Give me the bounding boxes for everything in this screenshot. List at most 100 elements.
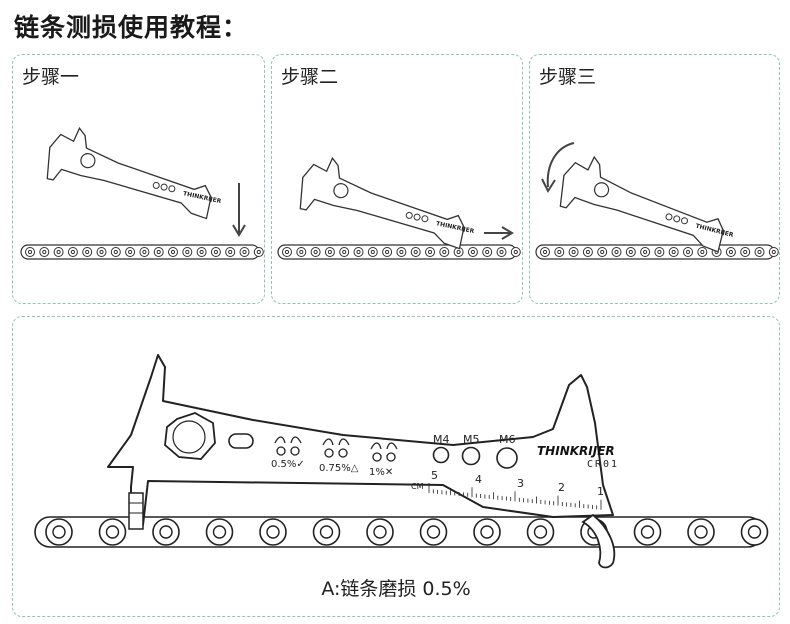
hole-m4 [432,446,450,464]
chain-pin [299,249,304,255]
chain-roller [625,247,636,257]
wear-mark-label-1: 0.5%✓ [271,459,305,470]
chain-roller [39,247,50,257]
chain-pin [399,249,404,255]
chain-pin [199,249,204,255]
chain-roller [467,247,478,257]
chain-roller [419,518,448,546]
chain-pin [228,249,233,255]
chain-roller [312,518,341,546]
chain-pin [499,249,504,255]
chain-pin [313,249,318,255]
chain-roller [353,247,364,257]
chain-checker-tool: THINKRIJER [299,156,475,250]
chain-pin [370,249,375,255]
chain-roller [697,247,708,257]
chain-roller [754,247,765,257]
chain-roller [740,247,751,257]
hole-label-m5: M5 [463,433,480,446]
chain-pin [213,249,218,255]
chain-pin [319,525,334,539]
chain-pin [42,249,47,255]
chain-roller [410,247,421,257]
caption: A:链条磨损 0.5% [321,578,471,600]
chain-roller [597,247,608,257]
chain-pin [385,249,390,255]
chain-pin [640,525,655,539]
chain-checker-tool: 0.5%✓ 0.75%△ 1%✕ M4 M5 M6 THINKRIJER [107,354,617,569]
chain-roller [296,247,307,257]
chain-illustration [277,244,521,260]
chain-pin [743,249,748,255]
chain-pin [571,249,576,255]
chain-pin [643,249,648,255]
chain-pin [480,525,494,539]
chain-roller [225,247,236,257]
chain-roller [740,518,769,546]
chain-roller [125,247,136,257]
chain-roller [526,518,555,546]
chain-checker-tool: THINKRIJER [46,126,222,220]
chain-roller [540,247,550,257]
chain-pin [266,525,280,539]
chain-roller [67,247,78,257]
chain-roller [611,247,622,257]
chain-pin [442,249,447,255]
chain-pin [70,249,76,255]
chain-roller [725,247,736,257]
arrow-down-icon [232,183,246,237]
chain-pin [413,249,418,255]
wear-mark-label-3: 1%✕ [369,467,393,478]
step-1-illustration: THINKRIJER [20,126,264,260]
step-2-illustration: THINKRIJER [277,156,521,260]
chain-pin [542,249,548,255]
chain-roller [382,247,393,257]
wear-mark-0-5-icon [274,436,302,456]
chain-roller [182,247,193,257]
hole-label-m6: M6 [499,433,516,446]
chain-roller [668,247,679,257]
ruler-number-3: 3 [517,477,524,490]
chain-roller [98,518,127,546]
brand-text: THINKRIJER [537,444,615,458]
chain-roller [367,247,378,257]
ruler-number-1: 1 [597,485,604,498]
chain-roller [568,247,579,257]
hole-m5 [461,446,481,466]
chain-roller [324,247,335,257]
chain-pin [242,249,247,255]
cm-ruler: CM 5 4 3 2 1 [411,469,604,510]
chain-pin [671,249,676,255]
chain-pin [685,249,691,255]
step-panel-2: 步骤二 THINKRIJER [271,54,523,304]
wear-mark-1-icon [370,442,398,462]
chain-roller [152,518,180,546]
chain-pin [56,249,61,255]
chain-pin [485,249,490,255]
chain-pin [256,249,261,255]
chain-pin [27,249,33,255]
step-label-1: 步骤一 [22,66,80,88]
chain-roller [239,247,250,257]
chain-pin [327,249,333,255]
chain-roller [339,247,350,257]
detail-panel: 0.5%✓ 0.75%△ 1%✕ M4 M5 M6 THINKRIJER [12,316,780,617]
chain-roller [496,247,507,257]
chain-roller [640,247,651,257]
chain-pin [156,249,161,255]
chain-roller [196,247,207,257]
chain-pin [105,525,120,539]
chain-roller [282,247,292,257]
chain-pin [99,249,104,255]
chain-roller [82,247,93,257]
chain-roller [482,247,493,257]
chain-pin [470,249,475,255]
chain-roller [259,518,287,546]
wear-mark-label-2: 0.75%△ [319,463,359,474]
chain-roller [45,518,73,546]
chain-pin [170,249,176,255]
chain-roller [205,518,234,546]
hole-label-m4: M4 [433,433,450,446]
chain-roller [53,247,64,257]
chain-pin [85,249,90,255]
